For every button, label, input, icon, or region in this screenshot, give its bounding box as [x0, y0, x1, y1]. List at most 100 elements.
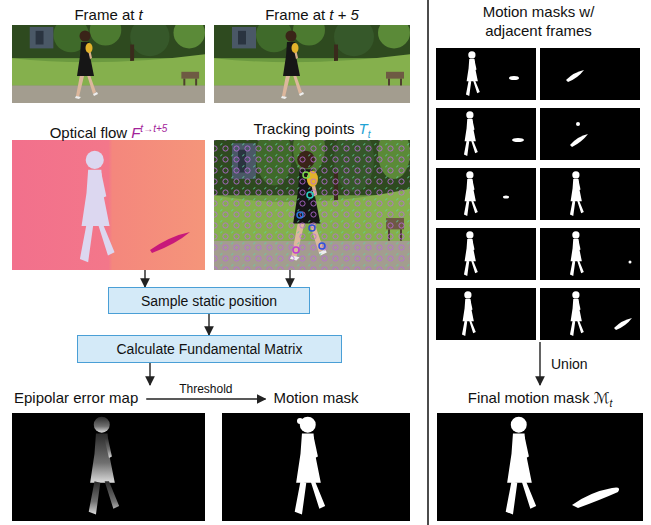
arrow-connector — [146, 398, 265, 399]
tracking-panel: Tracking points Tt — [214, 118, 410, 270]
adjacent-mask-grid — [436, 48, 536, 100]
frame-image — [12, 14, 205, 103]
motion-mask-image — [297, 418, 303, 424]
panel-heading: Optical flowFt→t+5 — [12, 118, 205, 144]
math-symbol: t + 5 — [329, 6, 359, 23]
frame-panel: Frame att + 5 — [214, 4, 410, 103]
arrow-connector — [539, 342, 540, 385]
mask-grid-panel: Motion masks w/ adjacent frames — [436, 2, 641, 342]
adjacent-mask-grid — [540, 48, 640, 100]
panel-heading: Motion mask — [222, 385, 410, 411]
optical-flow-image — [12, 140, 205, 270]
adjacent-mask-grid — [509, 76, 519, 80]
panel-title: Frame at — [74, 6, 134, 23]
frame-image — [214, 14, 410, 103]
panel-title: Final motion mask — [468, 389, 590, 406]
frame-panel: Frame att — [12, 4, 205, 103]
final-mask-image — [572, 488, 619, 509]
adjacent-mask-grid — [512, 138, 524, 142]
panel-heading: Tracking points Tt — [214, 118, 410, 146]
box-label: Calculate Fundamental Matrix — [117, 341, 303, 357]
tracking-points-image — [307, 192, 313, 198]
optical-flow-image — [80, 151, 115, 262]
panel-title: Motion masks w/ adjacent frames — [483, 3, 595, 39]
optical-flow-image — [12, 140, 205, 270]
adjacent-mask-grid — [629, 261, 632, 264]
final-mask-image — [437, 413, 643, 521]
adjacent-mask-grid — [436, 228, 536, 280]
panel-heading: Epipolar error map — [12, 385, 205, 411]
tracking-points-image — [214, 122, 410, 270]
final-mask-panel: Final motion maskℳt — [437, 385, 643, 522]
panel-title: Epipolar error map — [14, 389, 138, 406]
optical-flow-image — [150, 232, 190, 253]
adjacent-mask-grid — [436, 108, 536, 160]
adjacent-mask-grid — [462, 291, 476, 336]
panel-title: Optical flow — [50, 124, 128, 141]
tracking-points-image — [214, 140, 410, 270]
motion-mask-image — [222, 413, 410, 521]
adjacent-mask-grid — [614, 318, 632, 330]
subscript: t — [368, 129, 371, 140]
adjacent-mask-grid — [436, 168, 536, 220]
box-label: Sample static position — [141, 293, 277, 309]
edge-label: Threshold — [177, 382, 234, 396]
epipolar-error-image — [12, 413, 205, 521]
tracking-points-image — [297, 212, 303, 218]
final-mask-image — [437, 413, 643, 521]
frame-image — [281, 31, 304, 100]
panel-heading: Final motion maskℳt — [437, 385, 643, 417]
mask-panel: Motion mask — [222, 385, 410, 522]
arrow-connector — [149, 363, 150, 385]
panel-heading: Frame att — [12, 4, 205, 25]
divider — [427, 0, 429, 525]
adjacent-mask-grid — [436, 288, 536, 340]
tracking-points-image — [214, 122, 410, 270]
frame-image — [214, 14, 410, 103]
final-mask-image — [506, 417, 536, 515]
process-box: Sample static position — [108, 287, 310, 314]
adjacent-mask-grid — [570, 171, 584, 216]
tracking-points-image — [293, 247, 299, 253]
panel-title: Tracking points — [253, 120, 354, 137]
adjacent-mask-grid — [540, 228, 640, 280]
epipolar-error-image — [89, 417, 119, 515]
arrow-connector — [208, 314, 209, 335]
error-map-panel: Epipolar error map — [12, 385, 205, 522]
panel-heading: Frame att + 5 — [214, 4, 410, 25]
adjacent-mask-grid — [540, 108, 640, 160]
adjacent-mask-grid — [436, 48, 640, 340]
math-symbol: F — [131, 124, 140, 141]
math-symbol: T — [359, 120, 368, 137]
adjacent-mask-grid — [503, 196, 509, 199]
arrow-connector — [144, 270, 145, 287]
process-box: Calculate Fundamental Matrix — [77, 335, 342, 363]
panel-heading: Motion masks w/ adjacent frames — [464, 2, 614, 44]
math-symbol: t — [138, 6, 142, 23]
adjacent-mask-grid — [570, 231, 584, 276]
math-symbol: ℳ — [593, 389, 609, 406]
adjacent-mask-grid — [566, 70, 584, 82]
adjacent-mask-grid — [570, 134, 588, 147]
tracking-points-image — [319, 243, 325, 249]
flow-panel: Optical flowFt→t+5 — [12, 118, 205, 270]
adjacent-mask-grid — [464, 111, 478, 156]
adjacent-mask-grid — [464, 231, 478, 276]
adjacent-mask-grid — [466, 51, 480, 96]
adjacent-mask-grid — [464, 171, 478, 216]
frame-image — [12, 14, 205, 103]
adjacent-mask-grid — [540, 168, 640, 220]
superscript: t→t+5 — [140, 123, 167, 134]
frame-image — [75, 31, 98, 100]
motion-mask-image — [295, 417, 325, 515]
tracking-points-image — [303, 172, 309, 178]
tracking-points-image — [309, 225, 315, 231]
panel-title: Motion mask — [273, 389, 358, 406]
arrow-connector — [289, 270, 290, 287]
adjacent-mask-grid — [570, 291, 584, 336]
adjacent-mask-grid — [576, 122, 580, 126]
panel-title: Frame at — [265, 6, 325, 23]
